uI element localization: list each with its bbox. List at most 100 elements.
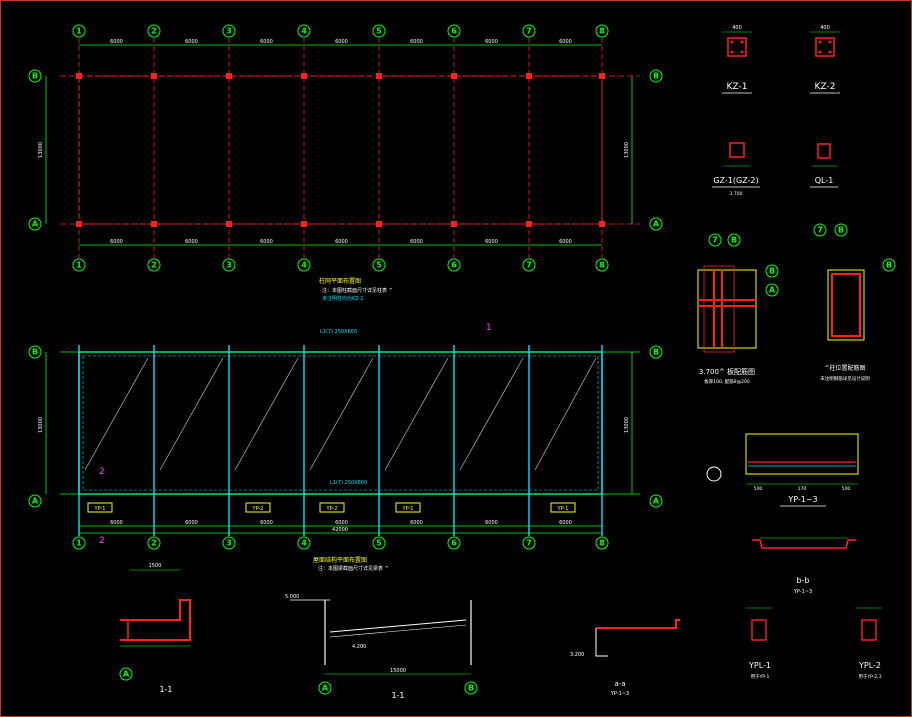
plan2-section-mark-1: 1 bbox=[486, 323, 492, 333]
plan1-bottom-dim: 6000 bbox=[110, 239, 123, 245]
svg-text:B: B bbox=[886, 261, 892, 270]
kz2-column-detail: 400 KZ-2 bbox=[810, 25, 840, 94]
plan1-axis-top-7-bubble bbox=[522, 24, 536, 38]
plan2-yp-label: YP-1 bbox=[94, 506, 106, 512]
plan1-axis-top-5-bubble bbox=[372, 24, 386, 38]
plan1-top-dim: 6000 bbox=[185, 39, 198, 45]
plan2-axis-bottom-7-label: 7 bbox=[526, 539, 532, 548]
plan2-section-mark-2b: 2 bbox=[99, 536, 105, 546]
yp13-label: YP-1~3 bbox=[787, 495, 817, 504]
plan1-axis-bottom-5-bubble bbox=[372, 258, 386, 272]
sec11b-elev-1: 5.000 bbox=[285, 594, 299, 600]
plan2-axis-bottom-6-label: 6 bbox=[451, 539, 457, 548]
svg-text:B: B bbox=[838, 226, 844, 235]
plan1-axis-left-a-bubble bbox=[28, 217, 42, 231]
plan2-slab-diagonal bbox=[309, 357, 374, 471]
plan1-axis-top-4-bubble bbox=[297, 24, 311, 38]
plan1-top-dim: 6000 bbox=[559, 39, 572, 45]
plan1-axis-top-2-bubble bbox=[147, 24, 161, 38]
svg-text:B: B bbox=[731, 236, 737, 245]
plan1-column bbox=[451, 73, 457, 79]
plan2-axis-bottom-5-label: 5 bbox=[376, 539, 382, 548]
plan1-axis-right-b-label: B bbox=[653, 72, 659, 81]
plan1-axis-bottom-3-label: 3 bbox=[226, 261, 232, 270]
plan2-axis-bottom-5-bubble bbox=[372, 536, 386, 550]
plan2-yp-slab bbox=[87, 502, 113, 513]
ql1-label: QL-1 bbox=[815, 176, 834, 185]
plan1-column bbox=[301, 73, 307, 79]
corner2-sub: 未注明钢筋详见设计说明 bbox=[820, 375, 870, 382]
plan1-bottom-dim: 6000 bbox=[485, 239, 498, 245]
sec11b-span: 15000 bbox=[390, 668, 406, 674]
plan2-axis-bottom-7-bubble bbox=[522, 536, 536, 550]
plan2-axis-bottom-8-bubble bbox=[595, 536, 609, 550]
yp-dim-3: 500 bbox=[842, 486, 851, 492]
kz1-label: KZ-1 bbox=[727, 82, 748, 92]
sec11b-axis-b: B bbox=[468, 684, 474, 693]
plan2-axis-left-b-bubble bbox=[28, 345, 42, 359]
plan2-slab-diagonal bbox=[84, 357, 149, 471]
plan1-axis-right-a-bubble bbox=[649, 217, 663, 231]
kz2-label: KZ-2 bbox=[815, 82, 836, 92]
plan1-axis-bottom-8-label: 8 bbox=[599, 261, 605, 270]
plan2-note1: 注：本图梁截面尺寸详见梁表 ^ bbox=[318, 565, 389, 572]
ypl2-label: YPL-2 bbox=[858, 661, 881, 670]
ql1-detail: QL-1 bbox=[810, 143, 838, 188]
plan1-column bbox=[301, 221, 307, 227]
sec11a-label: 1-1 bbox=[159, 685, 172, 694]
plan1-note2: 未注明柱均为KZ-1 bbox=[322, 295, 364, 302]
plan1-column bbox=[226, 221, 232, 227]
plan1-axis-bottom-7-bubble bbox=[522, 258, 536, 272]
plan2-axis-bottom-4-bubble bbox=[297, 536, 311, 550]
plan2-beam-label-top: L1(7) 250X600 bbox=[320, 329, 357, 335]
ypl1-detail: YPL-1 用于YP-1 bbox=[746, 607, 772, 680]
plan1-column bbox=[76, 221, 82, 227]
corner2-label: ^柱位置配筋图 bbox=[824, 364, 865, 372]
kz2-size: 400 bbox=[820, 25, 830, 31]
svg-text:7: 7 bbox=[817, 226, 823, 235]
gz1-label: GZ-1(GZ-2) bbox=[713, 176, 758, 185]
plan2-yp-label: YP-2 bbox=[252, 506, 264, 512]
plan1-side-dim: 13000 bbox=[38, 142, 44, 158]
plan1-axis-top-6-bubble bbox=[447, 24, 461, 38]
plan1-axis-bottom-3-bubble bbox=[222, 258, 236, 272]
plan1-axis-bottom-2-label: 2 bbox=[151, 261, 157, 270]
sec11b-label: 1-1 bbox=[391, 691, 404, 700]
ypl1-label: YPL-1 bbox=[748, 661, 771, 670]
plan2-beam-label-bottom: L1(7) 250X600 bbox=[330, 480, 367, 486]
sec11a-dim: 1500 bbox=[149, 563, 162, 569]
plan1-axis-left-b-bubble bbox=[28, 69, 42, 83]
section-1-1-middle: 5.000 4.200 15000 A B 1-1 bbox=[285, 594, 478, 700]
plan2-bottom-dim: 6000 bbox=[110, 520, 123, 526]
plan1-column bbox=[76, 73, 82, 79]
plan2-yp-label: YP-1 bbox=[557, 506, 569, 512]
plan1-column bbox=[376, 73, 382, 79]
plan2-title: 屋面结构平面布置图 bbox=[313, 556, 367, 564]
section-a-a-detail: 3.200 a-a YP-1~3 bbox=[570, 619, 680, 697]
plan1-axis-right-b-bubble bbox=[649, 69, 663, 83]
plan2-slab-diagonal bbox=[534, 357, 597, 471]
plan2-total-dim: 42000 bbox=[332, 527, 348, 533]
plan2-slab-diagonal bbox=[459, 357, 524, 471]
plan2-axis-bottom-4-label: 4 bbox=[301, 539, 307, 548]
plan1-axis-top-8-label: 8 bbox=[599, 27, 605, 36]
plan1-bottom-dim: 6000 bbox=[410, 239, 423, 245]
section-1-1-left: 1500 A 1-1 bbox=[119, 563, 191, 694]
plan2-axis-left-a-bubble bbox=[28, 494, 42, 508]
plan1-axis-bottom-6-label: 6 bbox=[451, 261, 457, 270]
plan2-bottom-dim: 6000 bbox=[485, 520, 498, 526]
plan1-axis-bottom-1-label: 1 bbox=[76, 261, 82, 270]
plan1-bottom-dim: 6000 bbox=[260, 239, 273, 245]
plan1-axis-top-2-label: 2 bbox=[151, 27, 157, 36]
svg-text:B: B bbox=[769, 267, 775, 276]
plan1-axis-top-4-label: 4 bbox=[301, 27, 307, 36]
kz1-column-detail: 400 KZ-1 bbox=[722, 25, 752, 94]
plan1-column bbox=[526, 221, 532, 227]
plan1-title: 柱网平面布置图 bbox=[319, 277, 361, 285]
bb-sub: YP-1~3 bbox=[793, 589, 812, 595]
corner-slab-detail: 7 B B A 3.700^ 板配筋图 板厚100, 配筋8@200 bbox=[697, 233, 779, 385]
ypl2-detail: YPL-2 用于YP-2,3 bbox=[856, 607, 882, 680]
gz1-detail: GZ-1(GZ-2) 3.700 bbox=[712, 142, 760, 197]
plan1-axis-top-5-label: 5 bbox=[376, 27, 382, 36]
